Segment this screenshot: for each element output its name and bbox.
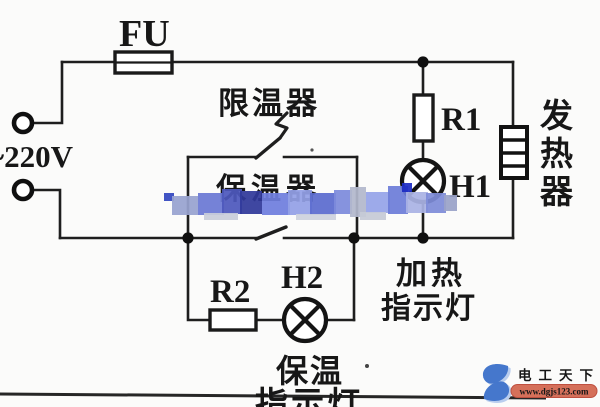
h2-label: H2: [281, 260, 323, 296]
junction-dots: [182, 56, 429, 244]
r1-resistor: [412, 93, 435, 143]
junction-dot: [417, 56, 429, 68]
heat-indicator-line1: 加热: [396, 256, 466, 291]
logo-swirl: [482, 364, 509, 384]
warm-indicator-label: 保温 指示灯: [255, 353, 363, 407]
thermostat-label: 保温器: [216, 173, 321, 206]
switches: [254, 111, 289, 241]
h2-lamp: [281, 296, 329, 344]
voltage-label: ~220V: [0, 139, 74, 174]
terminal-top: [11, 111, 35, 135]
thermostat-switch-blade: [254, 225, 288, 241]
dgjs-logo: [482, 364, 510, 401]
junction-dot: [417, 232, 429, 244]
limiter-switch-blade: [254, 136, 282, 160]
h1-lamp: [399, 157, 447, 205]
watermark-brand: 电工天下: [518, 367, 600, 383]
heater-element: [499, 125, 529, 180]
r2-label: R2: [210, 274, 250, 310]
heat-indicator-line2: 指示灯: [381, 292, 477, 325]
warm-indicator-line2: 指示灯: [255, 386, 363, 407]
h1-lamp-cross: [406, 164, 440, 198]
r2-resistor: [208, 308, 258, 332]
speck: [365, 364, 369, 368]
terminal-bottom: [11, 178, 35, 202]
heater-label: 发 热 器: [540, 98, 574, 211]
h1-label: H1: [449, 169, 491, 205]
limiter-label: 限温器: [218, 86, 320, 121]
heater-label-char: 发: [540, 98, 573, 135]
junction-dot: [348, 232, 360, 244]
watermark: 电工天下 www.dgjs123.com: [482, 364, 600, 403]
limiter-switch-thermal-hook: [274, 111, 289, 140]
watermark-url: www.dgjs123.com: [520, 387, 590, 397]
speck: [310, 148, 314, 152]
watermark-banner: [510, 384, 598, 398]
warm-indicator-line1: 保温: [276, 353, 344, 389]
logo-swirl: [483, 381, 510, 401]
r1-label: R1: [441, 102, 481, 138]
wire-r2-lead-left: [186, 236, 212, 322]
wire-top-terminal-lead: [30, 60, 64, 125]
scan-line: [0, 392, 547, 400]
wire-bottom-terminal-lead: [30, 188, 62, 240]
h2-lamp-cross: [288, 303, 322, 337]
heater-label-char: 器: [540, 175, 574, 211]
logo-swirl: [483, 377, 509, 388]
fuse-label: FU: [119, 13, 170, 55]
heat-indicator-label: 加热 指示灯: [381, 256, 477, 325]
junction-dot: [182, 232, 194, 244]
heater-label-char: 热: [540, 136, 573, 173]
